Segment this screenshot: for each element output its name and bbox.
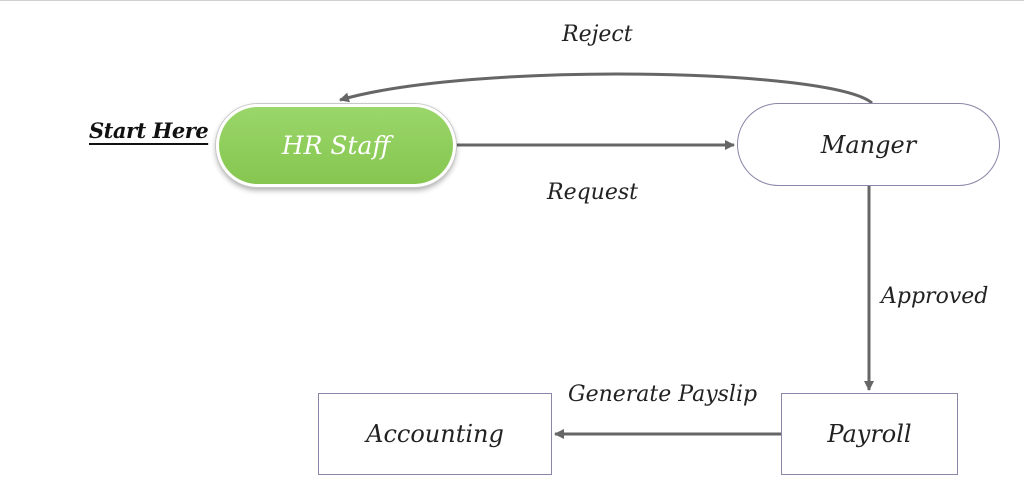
- payroll-node: Payroll: [781, 393, 958, 475]
- payroll-label: Payroll: [827, 420, 912, 448]
- approved-edge-label: Approved: [881, 284, 989, 309]
- hr-staff-label: HR Staff: [281, 131, 391, 160]
- generate-payslip-edge-label: Generate Payslip: [568, 382, 758, 407]
- reject-edge-label: Reject: [562, 22, 633, 47]
- accounting-node: Accounting: [318, 393, 552, 475]
- manager-label: Manger: [820, 130, 917, 159]
- manager-node: Manger: [737, 103, 1000, 186]
- reject-arrow: [339, 72, 873, 105]
- accounting-label: Accounting: [366, 420, 504, 448]
- request-edge-label: Request: [547, 180, 638, 205]
- top-divider: [0, 0, 1024, 1]
- hr-staff-node: HR Staff: [216, 104, 456, 187]
- start-here-label: Start Here: [89, 118, 209, 143]
